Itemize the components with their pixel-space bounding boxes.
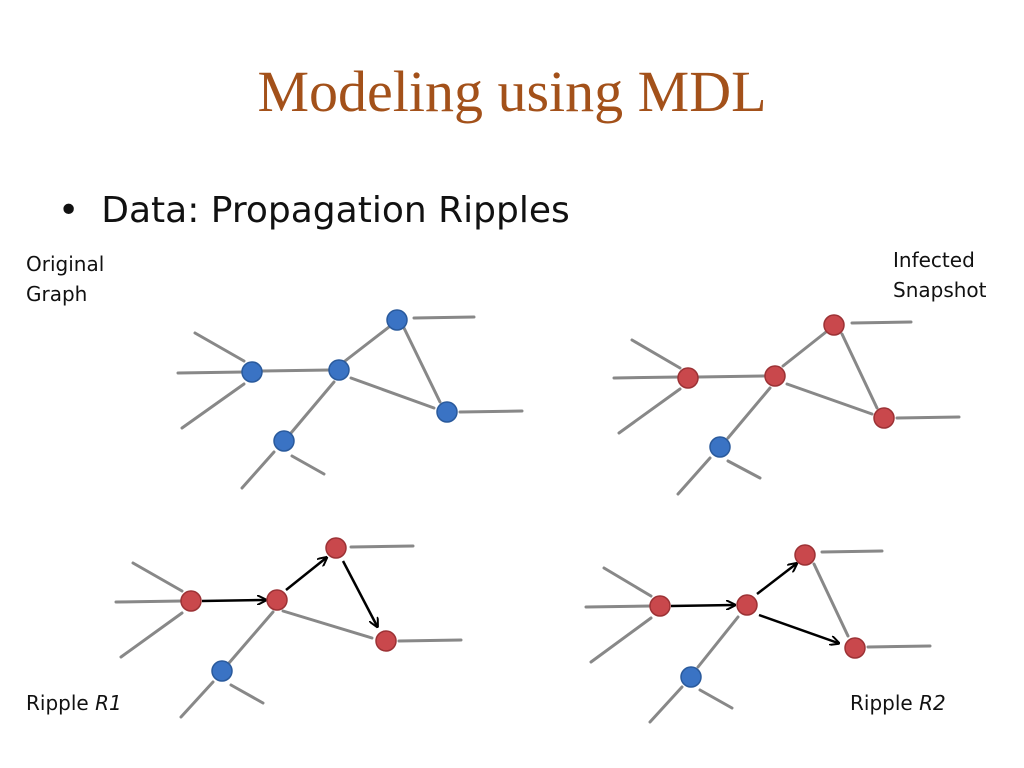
ripple-r2 [584, 549, 932, 724]
original-graph-label: Original Graph [26, 252, 105, 306]
ripple-r2-nodes [649, 544, 866, 688]
infected-snapshot-nodes [677, 314, 895, 458]
ripple-r1-arrows [201, 558, 377, 626]
bullet-dot: • [58, 190, 80, 231]
ripple-r1-label: Ripple R1 [26, 691, 122, 715]
original-graph-nodes [241, 309, 458, 452]
infected-snapshot [612, 320, 961, 496]
ripple-r1-nodes [180, 537, 397, 682]
ripple-r2-label: Ripple R2 [850, 691, 946, 715]
bullet-item: • Data: Propagation Ripples [58, 190, 570, 231]
infected-snapshot-label: Infected Snapshot [893, 248, 987, 302]
original-graph [176, 315, 524, 490]
slide-title: Modeling using MDL [257, 59, 767, 124]
bullet-text: Data: Propagation Ripples [101, 190, 570, 231]
ripple-r2-arrows [670, 564, 838, 643]
ripple-r1 [114, 544, 463, 719]
